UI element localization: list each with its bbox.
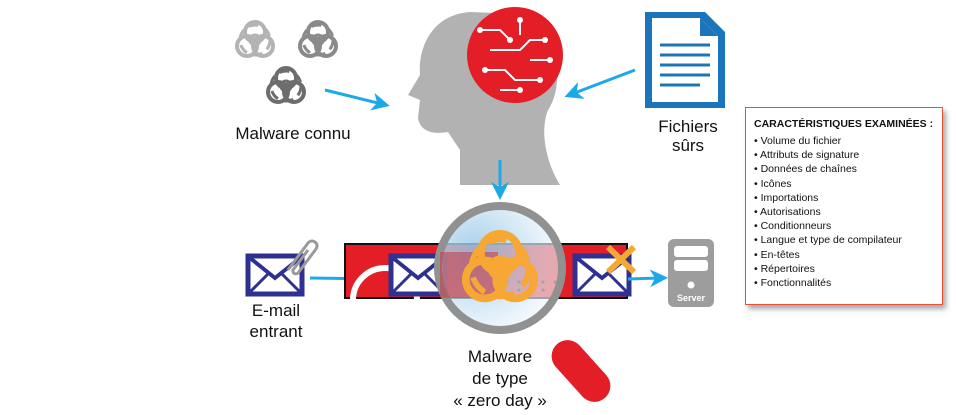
features-title: CARACTÉRISTIQUES EXAMINÉES :: [754, 118, 934, 130]
document-icon: [645, 12, 725, 108]
known-malware-label: Malware connu: [235, 124, 350, 143]
biohazard-icon: [266, 66, 306, 104]
zero-day-label: « zero day »: [453, 391, 547, 410]
magnifier-icon: [434, 202, 611, 402]
safe-files-label: sûrs: [672, 136, 704, 155]
head-brain-icon: [408, 7, 563, 185]
biohazard-icon: [235, 20, 275, 58]
feature-item: Langue et type de compilateur: [754, 233, 942, 247]
safe-files-label: Fichiers: [658, 117, 718, 136]
zero-day-label: Malware: [468, 347, 532, 366]
arrow-icon: [627, 269, 668, 288]
feature-item: Autorisations: [754, 205, 942, 219]
feature-item: Données de chaînes: [754, 162, 942, 176]
incoming-email-label: E-mail: [252, 301, 300, 320]
biohazard-icon: [298, 20, 338, 58]
arrow-icon: [324, 88, 390, 111]
feature-item: Icônes: [754, 177, 942, 191]
incoming-email-label: entrant: [250, 322, 303, 341]
feature-item: Attributs de signature: [754, 148, 942, 162]
server-label: Server: [677, 293, 706, 303]
feature-item: Répertoires: [754, 262, 942, 276]
blocked-x-icon: [605, 244, 637, 275]
paperclip-icon: [286, 239, 319, 276]
feature-item: Fonctionnalités: [754, 276, 942, 290]
zero-day-label: de type: [472, 369, 528, 388]
feature-item: En-têtes: [754, 248, 942, 262]
features-box: CARACTÉRISTIQUES EXAMINÉES : Volume du f…: [745, 107, 943, 305]
feature-item: Volume du fichier: [754, 134, 942, 148]
feature-item: Conditionneurs: [754, 219, 942, 233]
features-list: Volume du fichier Attributs de signature…: [754, 134, 942, 290]
server-icon: Server: [668, 239, 714, 307]
arrow-icon: [564, 68, 636, 99]
feature-item: Importations: [754, 191, 942, 205]
